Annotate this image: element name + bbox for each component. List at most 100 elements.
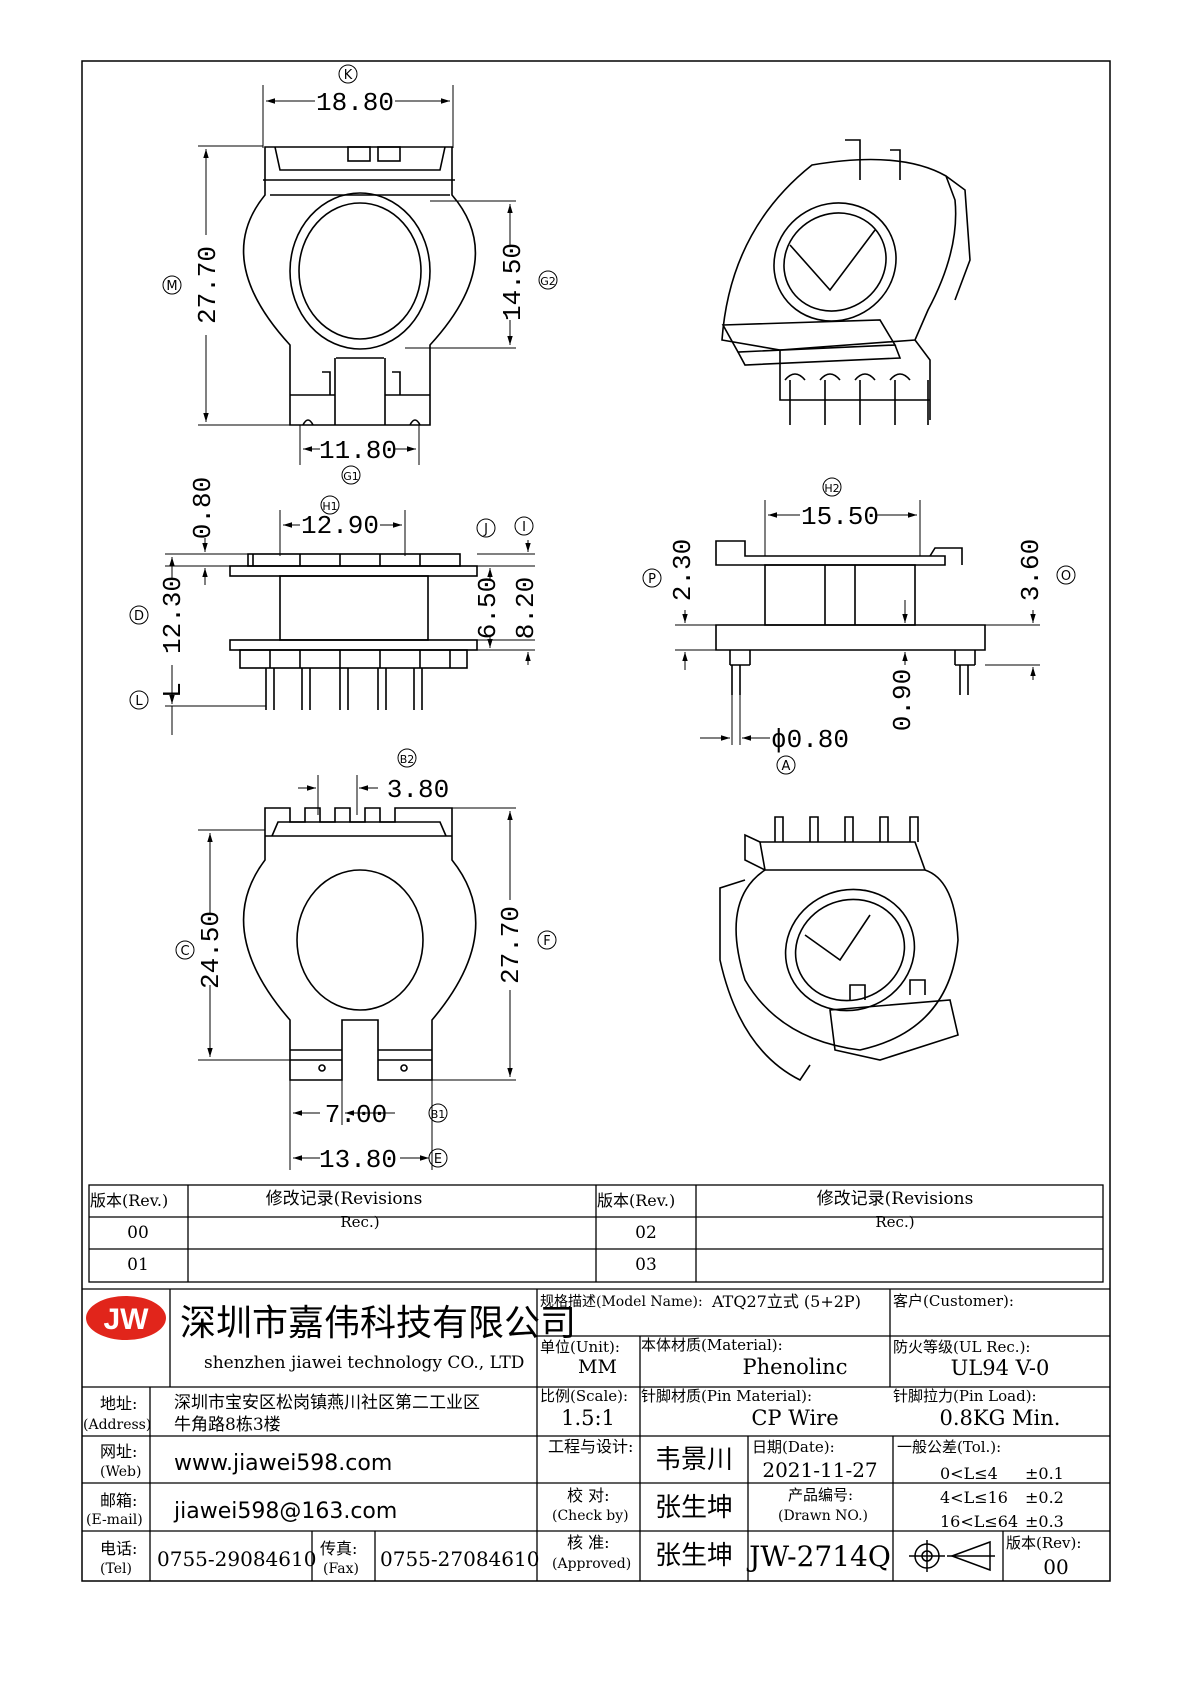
rev-col-left: 版本(Rev.) [90,1191,168,1210]
dim-A: ϕ0.80 [771,725,849,755]
revision-table-text: 版本(Rev.) 修改记录(Revisions Rec.) 版本(Rev.) 修… [90,1189,973,1275]
callout-J: J [483,522,488,537]
rec-col-left-b: Rec.) [340,1213,379,1231]
callout-L: L [135,694,143,709]
svg-text:(Check by): (Check by) [552,1508,629,1524]
date-value: 2021-11-27 [762,1458,877,1482]
svg-text:规格描述(Model Name):: 规格描述(Model Name): [540,1294,703,1310]
callout-H2: H2 [824,482,839,495]
svg-text:(E-mail): (E-mail) [86,1512,143,1528]
callout-K: K [344,68,353,83]
svg-text:传真:: 传真: [320,1539,357,1558]
front-view [229,553,478,710]
dim-I: 8.20 [511,577,541,639]
dim-D: 12.30 [158,576,188,654]
callout-O: O [1061,569,1071,584]
callout-M: M [166,279,177,294]
top-view [242,146,477,426]
scale-value: 1.5:1 [561,1406,615,1430]
svg-text:工程与设计:: 工程与设计: [548,1437,633,1456]
dim-J: 6.50 [473,577,503,639]
jw-logo: JW [86,1296,166,1340]
svg-text:(Web): (Web) [100,1464,141,1480]
svg-text:±0.1: ±0.1 [1025,1464,1064,1483]
revision-table [88,1184,1104,1283]
company-name-cn: 深圳市嘉伟科技有限公司 [180,1303,576,1344]
svg-text:16<L≤64: 16<L≤64 [940,1512,1018,1531]
svg-text:±0.2: ±0.2 [1025,1488,1064,1507]
dim-P: 2.30 [668,539,698,601]
dim-H1: 12.90 [301,511,379,541]
svg-text:针脚拉力(Pin Load):: 针脚拉力(Pin Load): [893,1387,1037,1405]
callout-H1: H1 [322,500,337,513]
rev-row-02: 02 [635,1223,657,1243]
rec-col-left-a: 修改记录(Revisions [266,1189,423,1209]
bottom-view-dimensions [175,748,557,1170]
material-value: Phenolinc [743,1355,848,1379]
approver: 张生坤 [655,1541,733,1571]
dim-0.80: 0.80 [188,477,218,539]
dim-M: 27.70 [193,246,223,324]
svg-text:产品编号:: 产品编号: [788,1486,853,1504]
rec-col-right-a: 修改记录(Revisions [817,1189,974,1209]
bottom-view-dim-text: 3.80 24.50 27.70 7.00 13.80 B2 C F B1 E [180,753,550,1175]
pin-load-value: 0.8KG Min. [940,1406,1061,1430]
svg-text:一般公差(Tol.):: 一般公差(Tol.): [897,1438,1001,1456]
svg-text:(Drawn NO.): (Drawn NO.) [778,1508,868,1524]
svg-text:(Address): (Address) [83,1417,151,1433]
svg-text:客户(Customer):: 客户(Customer): [893,1292,1014,1310]
drawing-number: JW-2714Q [746,1540,891,1573]
callout-B2: B2 [400,753,415,766]
callout-G1: G1 [343,470,359,483]
callout-F: F [543,934,550,949]
rev-row-00: 00 [127,1223,149,1243]
dim-K: 18.80 [316,88,394,118]
dim-L: L [158,682,188,698]
ul-value: UL94 V-0 [951,1356,1050,1380]
side-view [715,540,986,695]
dim-0.90: 0.90 [888,669,918,731]
svg-text:日期(Date):: 日期(Date): [752,1438,835,1456]
rev-row-01: 01 [127,1255,149,1275]
iso-view-top [721,139,971,425]
projection-symbol [909,1540,995,1572]
top-view-dimensions [162,64,558,485]
callout-C: C [180,944,189,959]
title-block-text: 深圳市嘉伟科技有限公司 shenzhen jiawei technology C… [83,1292,1081,1579]
callout-P: P [648,572,656,587]
company-name-en: shenzhen jiawei technology CO., LTD [204,1353,524,1373]
pin-material-value: CP Wire [751,1406,838,1430]
svg-text:网址:: 网址: [100,1442,137,1461]
front-view-dim-text: 12.90 0.80 12.30 6.50 8.20 L H1 J I D L [134,477,541,709]
dim-G1: 11.80 [319,436,397,466]
rev-col-right: 版本(Rev.) [597,1191,675,1210]
svg-text:JW: JW [104,1303,150,1336]
svg-text:(Approved): (Approved) [552,1556,631,1572]
svg-text:±0.3: ±0.3 [1025,1512,1064,1531]
svg-text:(Fax): (Fax) [323,1561,359,1577]
side-view-dimensions [642,477,1076,775]
svg-text:0<L≤4: 0<L≤4 [940,1464,998,1483]
rec-col-right-b: Rec.) [875,1213,914,1231]
svg-text:单位(Unit):: 单位(Unit): [540,1338,620,1356]
dim-G2: 14.50 [498,243,528,321]
top-view-dim-text: 18.80 27.70 14.50 11.80 K M G2 G1 [166,68,555,483]
website: www.jiawei598.com [174,1451,392,1476]
rev-row-03: 03 [635,1255,657,1275]
callout-B1: B1 [431,1108,446,1121]
address-line-2: 牛角路8栋3楼 [174,1415,281,1435]
designer: 韦景川 [655,1445,733,1475]
front-view-dimensions [129,495,535,735]
svg-text:防火等级(UL Rec.):: 防火等级(UL Rec.): [893,1338,1030,1356]
rev-value: 00 [1043,1555,1068,1579]
callout-E: E [434,1152,442,1167]
email: jiawei598@163.com [173,1499,397,1524]
svg-text:校 对:: 校 对: [567,1486,609,1505]
bottom-view [242,807,477,1081]
callout-D: D [134,609,144,624]
svg-text:比例(Scale):: 比例(Scale): [540,1387,628,1405]
dim-B1: 7.00 [325,1100,387,1130]
dim-B2: 3.80 [387,775,449,805]
dim-C: 24.50 [196,911,226,989]
